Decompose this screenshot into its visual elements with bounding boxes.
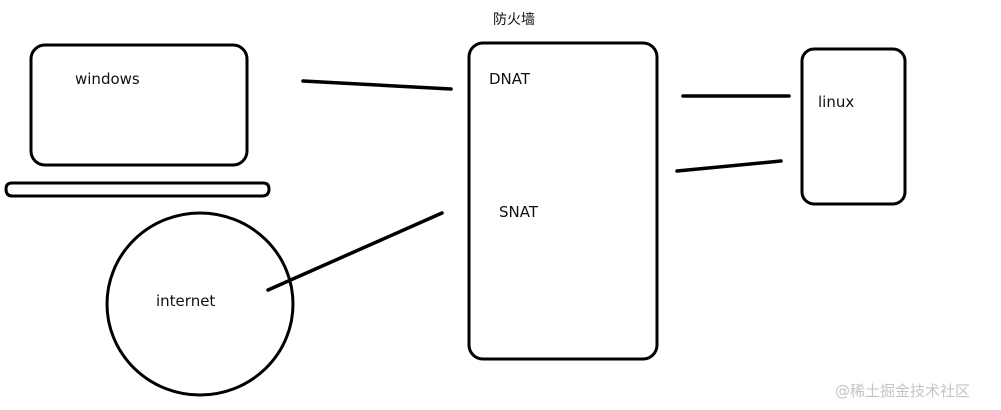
linux-node: linux (800, 47, 907, 206)
watermark-text: @稀土掘金技术社区 (835, 382, 970, 400)
connector-internet-firewall (266, 211, 444, 292)
snat-label: SNAT (499, 203, 539, 221)
connector-windows-firewall (301, 79, 453, 91)
firewall-title: 防火墙 (493, 12, 535, 28)
linux-label: linux (818, 93, 854, 111)
internet-node: internet (105, 211, 295, 397)
internet-label: internet (156, 292, 215, 310)
linux-box (800, 47, 907, 206)
firewall-node: 防火墙 DNAT SNAT (467, 12, 659, 361)
dnat-label: DNAT (489, 70, 531, 88)
connector-firewall-linux-lower (675, 159, 783, 173)
windows-laptop-base (4, 181, 271, 198)
windows-label: windows (75, 70, 140, 88)
internet-circle (105, 211, 295, 397)
windows-laptop-screen (29, 43, 249, 167)
firewall-box (467, 41, 659, 361)
windows-laptop: windows (4, 43, 271, 198)
